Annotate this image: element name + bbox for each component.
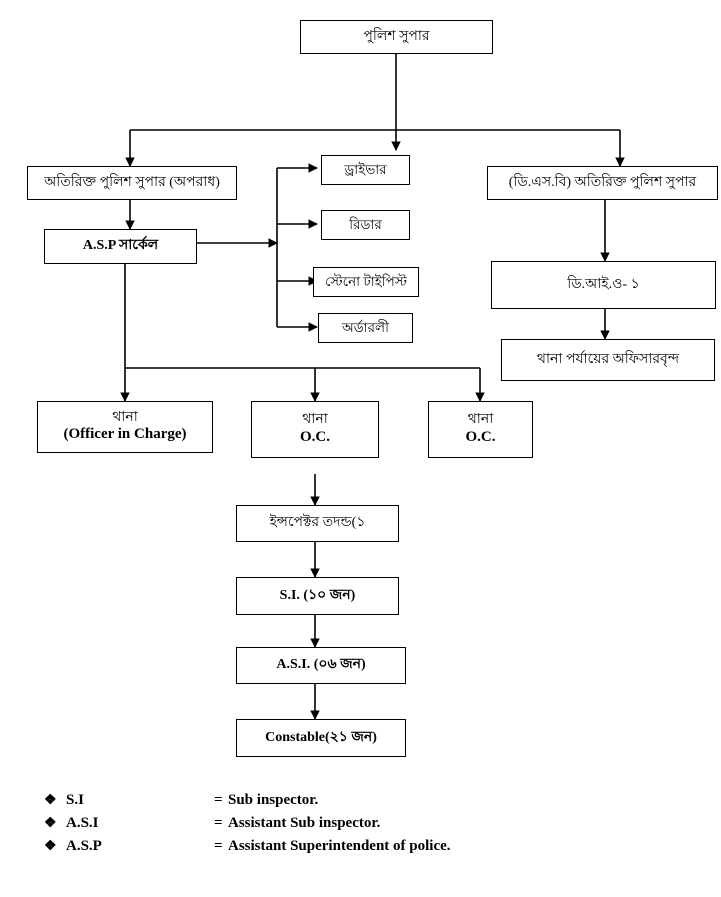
node-orderly[interactable]: অর্ডারলী [318,313,413,343]
diamond-bullet-icon: ❖ [44,793,57,808]
node-thana-officer-in-charge-line1: থানা [112,409,138,425]
legend-row: ❖ S.I = Sub inspector. [44,792,604,815]
node-police-super[interactable]: পুলিশ সুপার [300,20,493,54]
legend-row: ❖ A.S.I = Assistant Sub inspector. [44,815,604,838]
node-additional-sp-dsb[interactable]: (ডি.এস.বি) অতিরিক্ত পুলিশ সুপার [487,166,718,200]
node-additional-sp-dsb-label: (ডি.এস.বি) অতিরিক্ত পুলিশ সুপার [508,174,697,190]
node-asi[interactable]: A.S.I. (০৬ জন) [236,647,406,684]
legend-equals-sign: = [214,792,223,808]
node-thana-oc-2-line2: O.C. [465,428,496,445]
abbreviation-legend: ❖ S.I = Sub inspector. ❖ A.S.I = Assista… [44,792,604,861]
node-thana-oc-1-line2: O.C. [300,428,330,445]
node-inspector-investigation[interactable]: ইন্সপেক্টর তদন্ড(১ [236,505,399,542]
legend-abbr: A.S.I [66,815,99,831]
legend-abbr: S.I [66,792,84,808]
diamond-bullet-icon: ❖ [44,816,57,831]
node-thana-oc-1-line1: থানা [302,412,328,428]
legend-abbr: A.S.P [66,838,102,854]
node-thana-oc-2[interactable]: থানা O.C. [428,401,533,458]
legend-equals-sign: = [214,838,223,854]
node-constable[interactable]: Constable(২১ জন) [236,719,406,757]
node-constable-label: Constable(২১ জন) [265,729,377,745]
legend-row: ❖ A.S.P = Assistant Superintendent of po… [44,838,604,861]
node-additional-sp-crime-label: অতিরিক্ত পুলিশ সুপার (অপরাধ) [44,174,220,190]
node-thana-oc-2-line1: থানা [467,412,494,428]
legend-definition: Assistant Sub inspector. [228,815,381,831]
node-asi-label: A.S.I. (০৬ জন) [276,657,366,673]
node-driver[interactable]: ড্রাইভার [321,155,410,185]
node-steno-typist[interactable]: স্টেনো টাইপিস্ট [313,267,419,297]
node-dio[interactable]: ডি.আই.ও- ১ [491,261,716,309]
diamond-bullet-icon: ❖ [44,839,57,854]
node-thana-officer-in-charge-line2: (Officer in Charge) [63,426,187,443]
node-reader[interactable]: রিডার [321,210,410,240]
node-thana-oc-1[interactable]: থানা O.C. [251,401,379,458]
node-dio-label: ডি.আই.ও- ১ [567,276,640,292]
legend-definition: Assistant Superintendent of police. [228,838,451,854]
node-si-label: S.I. (১০ জন) [279,587,356,603]
node-orderly-label: অর্ডারলী [342,320,389,336]
node-asp-circle[interactable]: A.S.P সার্কেল [44,229,197,264]
node-additional-sp-crime[interactable]: অতিরিক্ত পুলিশ সুপার (অপরাধ) [27,166,237,200]
legend-definition: Sub inspector. [228,792,319,808]
node-asp-circle-label: A.S.P সার্কেল [82,238,159,254]
node-si[interactable]: S.I. (১০ জন) [236,577,399,615]
node-thana-level-officers[interactable]: থানা পর্যায়ের অফিসারবৃন্দ [501,339,715,381]
node-reader-label: রিডার [349,217,382,233]
node-police-super-label: পুলিশ সুপার [363,28,430,44]
legend-equals-sign: = [214,815,223,831]
node-inspector-investigation-label: ইন্সপেক্টর তদন্ড(১ [269,515,366,531]
node-steno-typist-label: স্টেনো টাইপিস্ট [324,274,408,290]
node-thana-officer-in-charge[interactable]: থানা (Officer in Charge) [37,401,213,453]
node-thana-level-officers-label: থানা পর্যায়ের অফিসারবৃন্দ [536,351,680,367]
node-driver-label: ড্রাইভার [344,162,387,178]
